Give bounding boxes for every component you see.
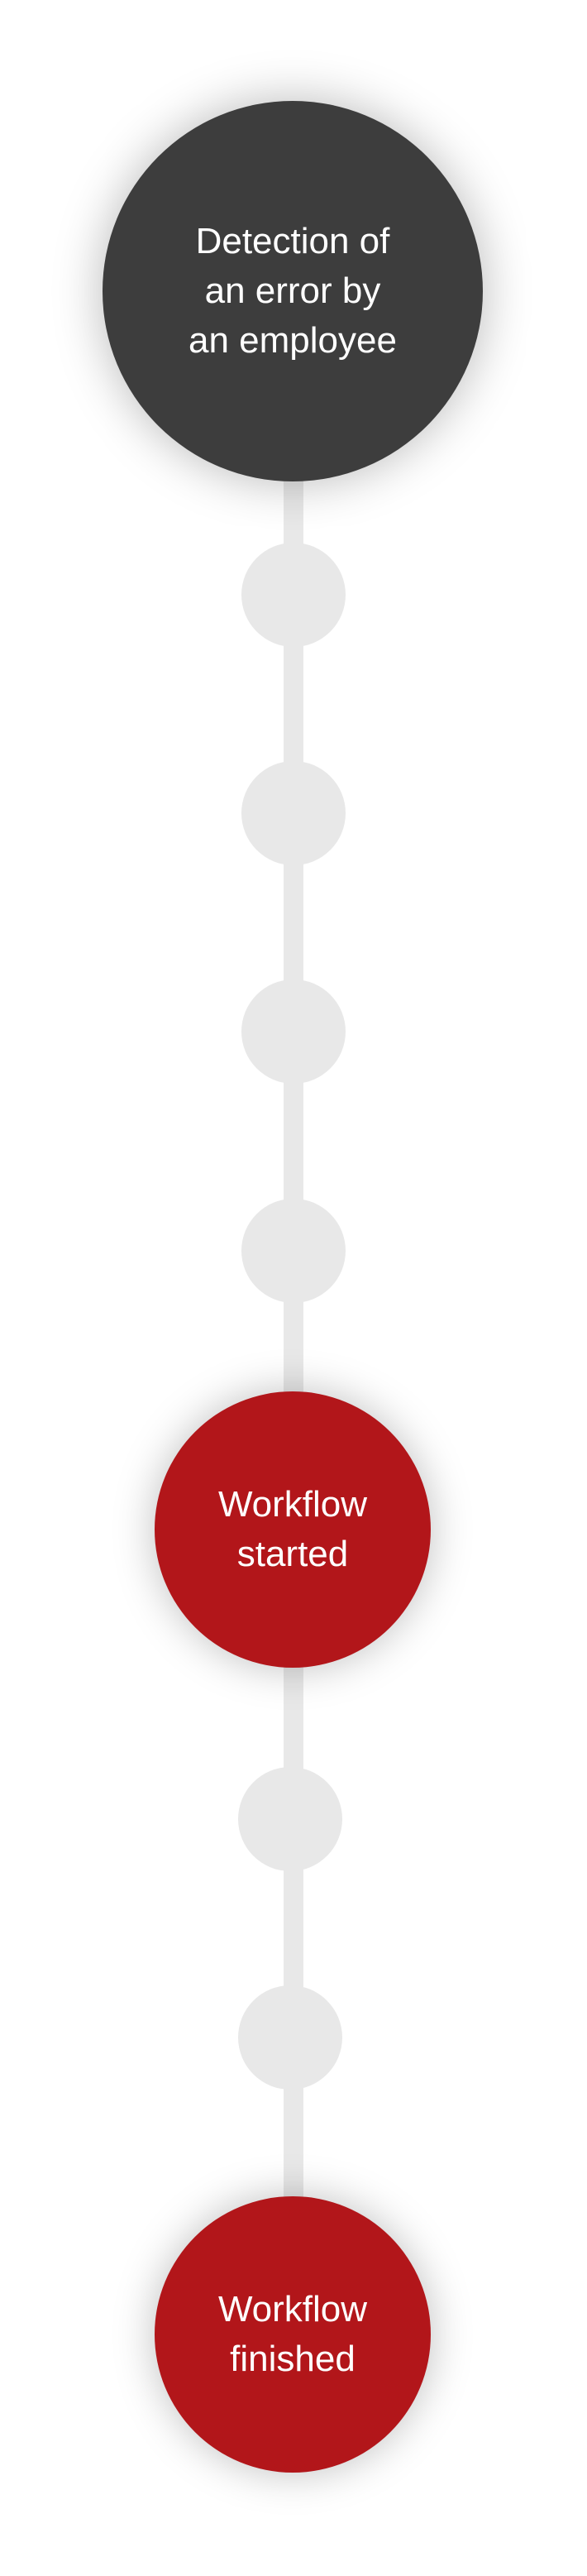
step-circle-6 <box>238 1985 342 2090</box>
timeline-connector-lower <box>284 1646 303 2242</box>
step-circle-3 <box>241 979 346 1084</box>
node-workflow-finished-label: Workflow finished <box>217 2289 368 2379</box>
node-workflow-started: Workflow started <box>155 1391 431 1668</box>
step-circle-1 <box>241 543 346 647</box>
node-error-detection: Detection of an error by an employee <box>103 101 483 481</box>
node-workflow-started-label: Workflow started <box>217 1484 368 1574</box>
node-workflow-finished: Workflow finished <box>155 2196 431 2473</box>
node-error-detection-label: Detection of an error by an employee <box>189 221 397 361</box>
step-circle-5 <box>238 1767 342 1871</box>
step-circle-4 <box>241 1199 346 1303</box>
step-circle-2 <box>241 761 346 865</box>
